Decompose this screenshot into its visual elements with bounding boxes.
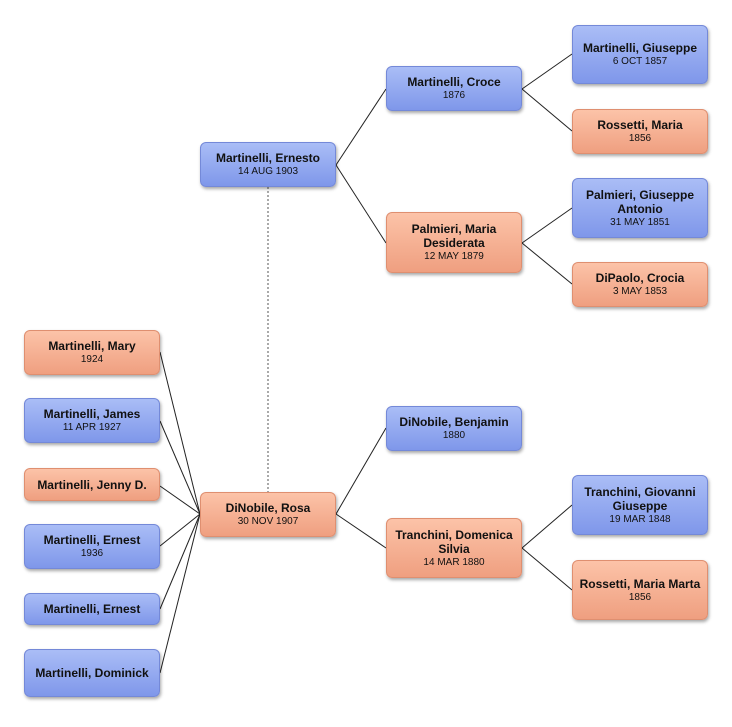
person-card-dinobile-benjamin[interactable]: DiNobile, Benjamin 1880 [386,406,522,451]
connector-rosa-mary [159,351,201,515]
connector-desiderata-dipaolo [521,242,573,285]
person-name: Martinelli, James [43,407,141,421]
person-card-dinobile-rosa[interactable]: DiNobile, Rosa 30 NOV 1907 [200,492,336,537]
person-name: Palmieri, Giuseppe Antonio [585,187,695,216]
person-card-martinelli-dominick[interactable]: Martinelli, Dominick [24,649,160,697]
person-name: Rossetti, Maria Marta [579,576,701,591]
person-name: Tranchini, Giovanni Giuseppe [584,484,696,513]
connector-croce-giuseppe [521,53,573,90]
connector-ernesto-desiderata [335,164,387,244]
person-name: Martinelli, Jenny D. [37,477,147,492]
person-name: Martinelli, Ernesto [215,151,321,165]
person-date: 30 NOV 1907 [237,516,299,527]
person-date: 1880 [442,430,466,441]
person-card-palmieri-giuseppe-antonio[interactable]: Palmieri, Giuseppe Antonio 31 MAY 1851 [572,178,708,238]
connector-domenica-giovanni [521,504,573,549]
person-card-martinelli-jenny[interactable]: Martinelli, Jenny D. [24,468,160,501]
connector-rosa-domenica [335,513,387,549]
person-name: Rossetti, Maria [597,118,683,132]
person-name: DiNobile, Rosa [225,501,311,515]
person-name: Martinelli, Ernest [43,533,141,547]
person-card-martinelli-croce[interactable]: Martinelli, Croce 1876 [386,66,522,111]
person-card-martinelli-ernesto[interactable]: Martinelli, Ernesto 14 AUG 1903 [200,142,336,187]
person-name: DiPaolo, Crocia [595,271,685,285]
connector-rosa-benjamin [335,427,387,515]
person-card-palmieri-maria-desiderata[interactable]: Palmieri, Maria Desiderata 12 MAY 1879 [386,212,522,273]
connector-rosa-ernest-1936 [159,513,201,547]
person-name: DiNobile, Benjamin [399,415,509,429]
connector-rosa-ernest [159,513,201,610]
connector-rosa-jenny [159,485,201,515]
person-name: Palmieri, Maria Desiderata [411,222,497,250]
person-name: Martinelli, Mary [48,339,136,353]
person-name: Martinelli, Dominick [35,666,149,680]
person-date: 1856 [628,591,652,603]
person-name: Martinelli, Croce [407,75,501,89]
person-date: 14 AUG 1903 [237,166,299,177]
person-card-rossetti-maria-marta[interactable]: Rossetti, Maria Marta 1856 [572,560,708,620]
person-card-martinelli-ernest-1936[interactable]: Martinelli, Ernest 1936 [24,524,160,569]
person-date: 1924 [80,354,104,365]
connector-croce-rossetti [521,88,573,132]
person-date: 11 APR 1927 [62,422,122,433]
person-date: 1936 [80,548,104,559]
person-date: 12 MAY 1879 [424,251,484,262]
person-date: 19 MAR 1848 [609,513,671,525]
person-date: 1876 [442,90,466,101]
person-card-martinelli-mary[interactable]: Martinelli, Mary 1924 [24,330,160,375]
person-name: Martinelli, Ernest [43,602,141,616]
person-card-dipaolo-crocia[interactable]: DiPaolo, Crocia 3 MAY 1853 [572,262,708,307]
connector-rosa-james [159,420,201,515]
connector-domenica-rossetti [521,547,573,591]
person-name: Martinelli, Giuseppe [582,41,698,55]
person-card-martinelli-giuseppe[interactable]: Martinelli, Giuseppe 6 OCT 1857 [572,25,708,84]
person-date: 14 MAR 1880 [423,556,485,568]
person-card-martinelli-ernest[interactable]: Martinelli, Ernest [24,593,160,625]
connector-rosa-dominick [159,513,201,674]
person-date: 31 MAY 1851 [610,216,670,228]
person-card-martinelli-james[interactable]: Martinelli, James 11 APR 1927 [24,398,160,443]
person-date: 1856 [628,133,652,144]
person-date: 6 OCT 1857 [612,56,668,67]
person-card-tranchini-giovanni-giuseppe[interactable]: Tranchini, Giovanni Giuseppe 19 MAR 1848 [572,475,708,535]
connector-desiderata-palmieri [521,207,573,244]
connector-ernesto-croce [335,88,387,166]
person-name: Tranchini, Domenica Silvia [395,527,513,556]
person-card-rossetti-maria[interactable]: Rossetti, Maria 1856 [572,109,708,154]
person-card-tranchini-domenica-silvia[interactable]: Tranchini, Domenica Silvia 14 MAR 1880 [386,518,522,578]
person-date: 3 MAY 1853 [612,286,668,297]
